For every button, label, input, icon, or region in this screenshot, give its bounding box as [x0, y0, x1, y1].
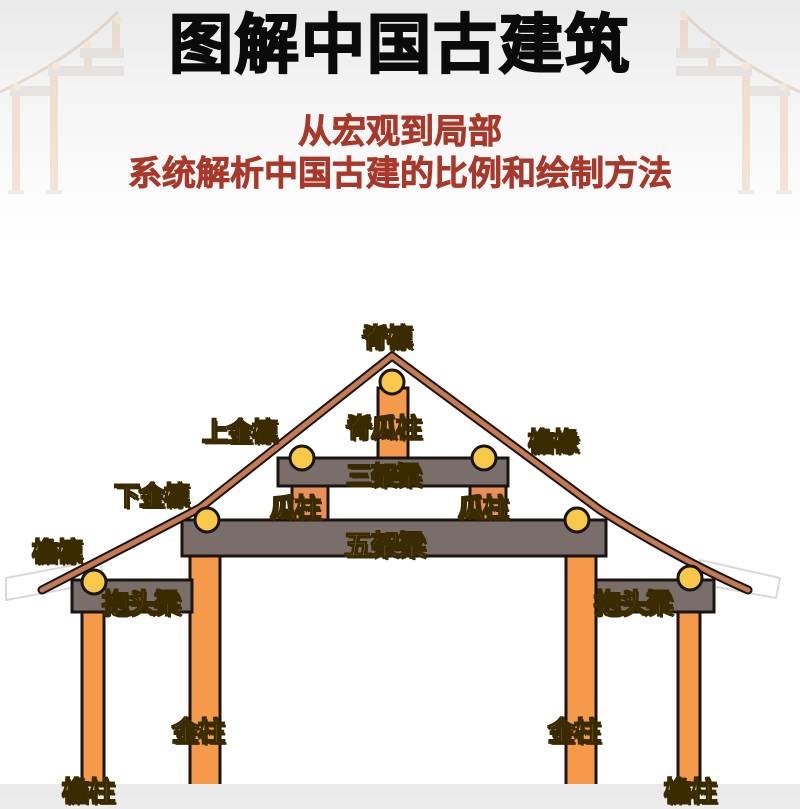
label-lower-gold-purlin: 下金檩 — [113, 482, 190, 513]
ridge-melon-post — [376, 386, 410, 462]
eave-purlin-left — [80, 568, 108, 596]
rafter-line — [39, 352, 751, 593]
watermark-frame-left — [0, 10, 124, 194]
lower-gold-purlin-left — [193, 506, 221, 534]
gold-column-right — [564, 554, 598, 784]
label-eave-purlin: 檐檩 — [31, 538, 83, 569]
label-three-rafter-beam: 三架梁 — [345, 462, 422, 493]
gold-column-left — [188, 554, 222, 784]
eave-column-left — [80, 606, 106, 784]
upper-gold-purlin-left — [288, 444, 316, 472]
label-baotou-beam-right: 抱头梁 — [594, 589, 674, 621]
label-five-rafter-beam: 五架梁 — [343, 529, 426, 563]
label-melon-post-right: 瓜柱 — [457, 494, 509, 525]
subtitle-line-1: 从宏观到局部 — [298, 112, 503, 153]
lower-gold-purlin-right — [563, 506, 591, 534]
label-upper-gold-purlin: 上金檩 — [201, 418, 278, 449]
label-gold-column-right: 金柱 — [548, 717, 602, 749]
label-ridge-melon-post: 脊瓜柱 — [345, 414, 422, 445]
background-watermark-frames — [0, 10, 800, 784]
upper-gold-purlin-right — [470, 444, 498, 472]
eave-purlin-right — [676, 564, 704, 592]
subtitle-line-2: 系统解析中国古建的比例和绘制方法 — [128, 154, 673, 195]
label-gold-column-left: 金柱 — [172, 717, 226, 749]
eave-column-right — [676, 606, 702, 784]
label-baotou-beam-left: 抱头梁 — [102, 589, 182, 621]
label-ridge-purlin: 脊檩 — [361, 324, 413, 355]
timber-frame-diagram — [5, 350, 782, 784]
infographic-canvas: 图解中国古建筑 从宏观到局部 系统解析中国古建的比例和绘制方法 脊檩 上金檩 脊… — [0, 8, 800, 809]
label-eave-column-right: 檐柱 — [664, 777, 718, 809]
three-rafter-beam — [276, 456, 510, 488]
watermark-frame-right — [676, 10, 800, 194]
ridge-purlin — [378, 368, 406, 396]
label-eave-rafter: 檐椽 — [527, 428, 579, 459]
page-title: 图解中国古建筑 — [168, 8, 631, 84]
label-eave-column-left: 檐柱 — [62, 777, 116, 809]
label-melon-post-left: 瓜柱 — [269, 494, 321, 525]
five-rafter-beam — [180, 518, 608, 558]
